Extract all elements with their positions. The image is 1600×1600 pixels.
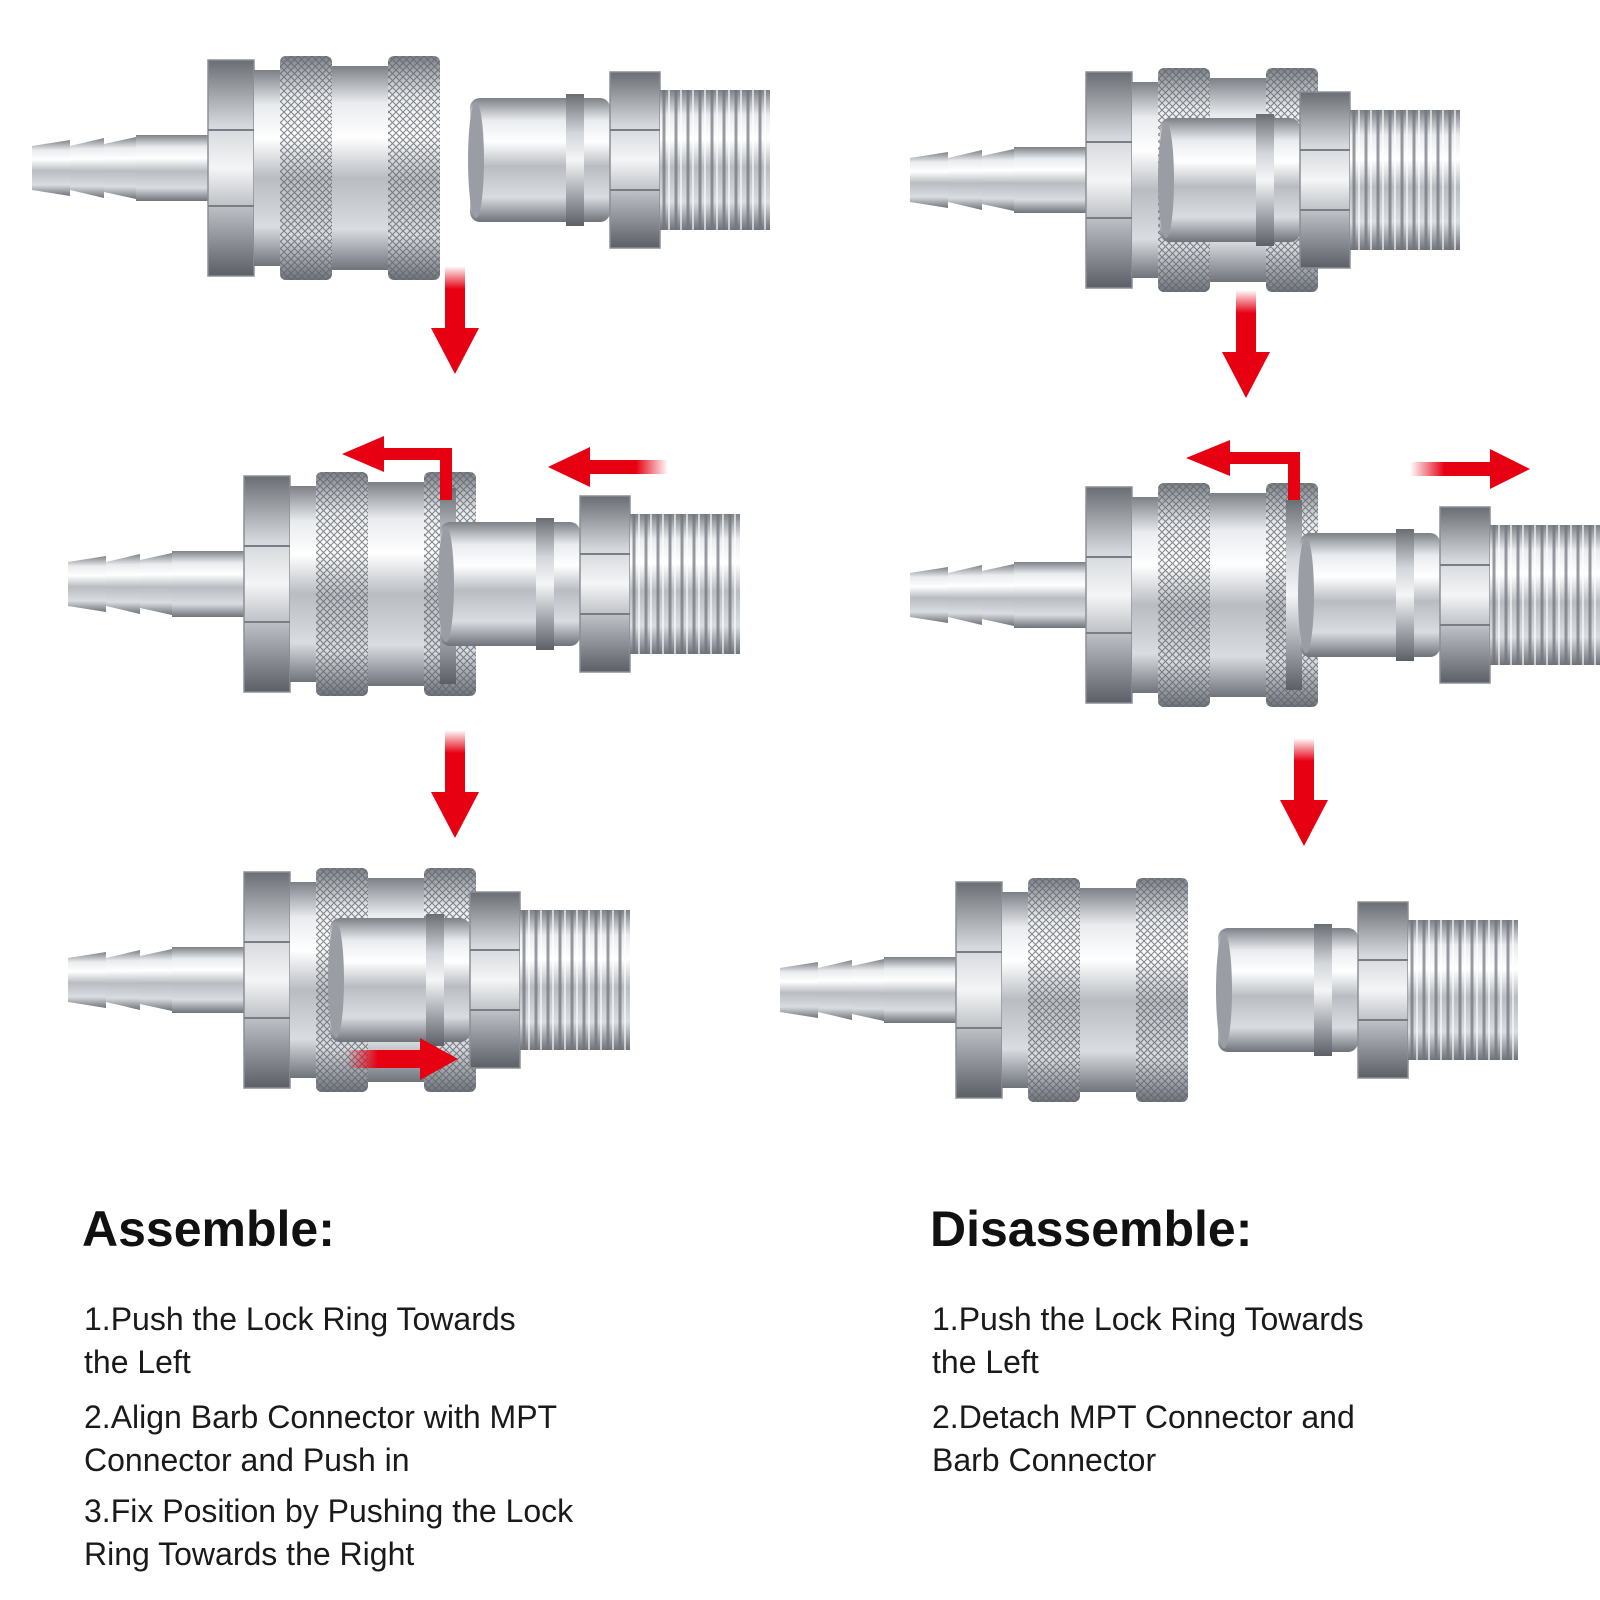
- disassemble-stage-1: [909, 67, 1461, 293]
- assemble-step-3: 3.Fix Position by Pushing the Lock Ring …: [84, 1493, 574, 1572]
- disassemble-arrow-down-1: [1222, 290, 1270, 398]
- assemble-stage-1: [31, 55, 771, 281]
- assemble-heading: Assemble:: [82, 1201, 335, 1257]
- disassemble-step-2: 2.Detach MPT Connector and Barb Connecto…: [932, 1399, 1355, 1478]
- assemble-arrow-down-2: [431, 730, 479, 838]
- disassemble-stage-2: [909, 482, 1600, 708]
- assemble-step-2: 2.Align Barb Connector with MPT Connecto…: [84, 1399, 558, 1478]
- assemble-arrow-down-1: [431, 266, 479, 374]
- disassemble-stage-3: [779, 877, 1519, 1103]
- disassemble-step-1: 1.Push the Lock Ring Towards the Left: [932, 1301, 1364, 1380]
- disassemble-arrow-down-2: [1280, 738, 1328, 846]
- disassemble-heading: Disassemble:: [930, 1201, 1253, 1257]
- assemble-arrows-push-left: [342, 436, 668, 500]
- assemble-stage-2: [67, 471, 741, 697]
- assemble-step-1: 1.Push the Lock Ring Towards the Left: [84, 1301, 516, 1380]
- disassemble-arrows: [1186, 440, 1530, 500]
- assemble-arrow-push-right: [346, 1038, 458, 1080]
